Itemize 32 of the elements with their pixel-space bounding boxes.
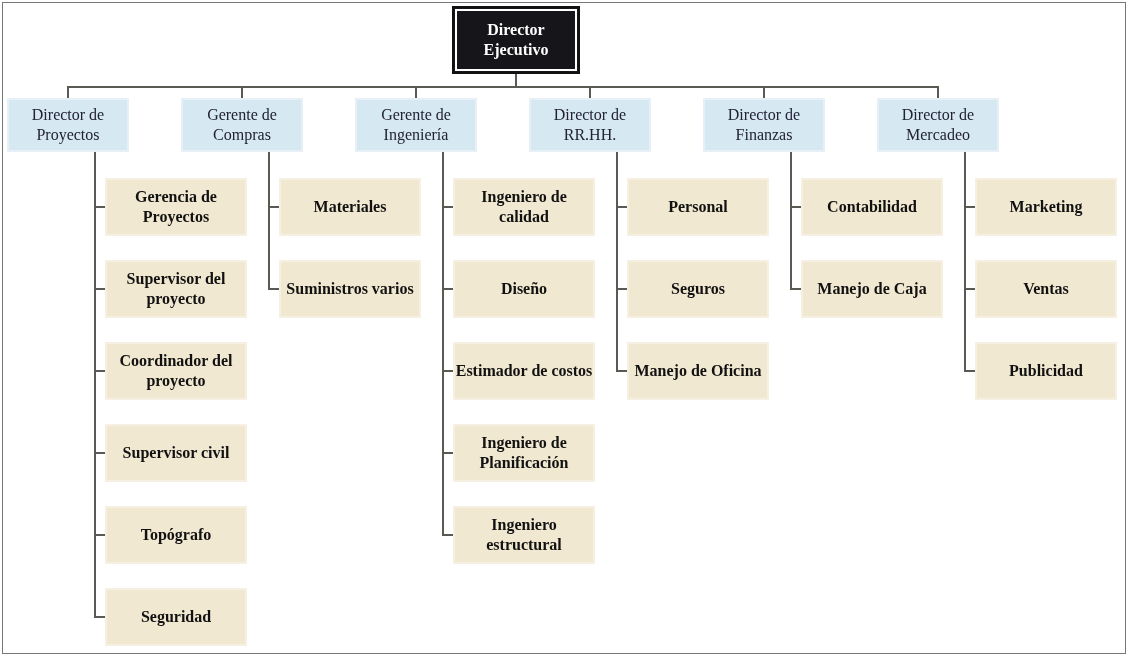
role-box: Marketing: [975, 178, 1117, 236]
executive-box: Director Ejecutivo: [452, 6, 580, 74]
role-box: Estimador de costos: [453, 342, 595, 400]
role-box: Ingeniero de calidad: [453, 178, 595, 236]
department-box: Gerente de Ingeniería: [355, 98, 477, 152]
role-box: Manejo de Oficina: [627, 342, 769, 400]
connector-line: [964, 151, 976, 372]
connector-line: [268, 151, 280, 290]
department-box: Director de RR.HH.: [529, 98, 651, 152]
role-box: Contabilidad: [801, 178, 943, 236]
connector-line: [790, 151, 802, 290]
department-box: Director de Mercadeo: [877, 98, 999, 152]
role-box: Topógrafo: [105, 506, 247, 564]
department-box: Director de Finanzas: [703, 98, 825, 152]
role-box: Coordinador del proyecto: [105, 342, 247, 400]
role-box: Manejo de Caja: [801, 260, 943, 318]
role-box: Supervisor del proyecto: [105, 260, 247, 318]
role-box: Suministros varios: [279, 260, 421, 318]
department-box: Director de Proyectos: [7, 98, 129, 152]
connector-line: [616, 151, 628, 372]
role-box: Seguros: [627, 260, 769, 318]
department-box: Gerente de Compras: [181, 98, 303, 152]
role-box: Publicidad: [975, 342, 1117, 400]
role-box: Seguridad: [105, 588, 247, 646]
role-box: Diseño: [453, 260, 595, 318]
role-box: Ingeniero estructural: [453, 506, 595, 564]
role-box: Gerencia de Proyectos: [105, 178, 247, 236]
role-box: Supervisor civil: [105, 424, 247, 482]
role-box: Materiales: [279, 178, 421, 236]
role-box: Ventas: [975, 260, 1117, 318]
role-box: Ingeniero de Planificación: [453, 424, 595, 482]
role-box: Personal: [627, 178, 769, 236]
